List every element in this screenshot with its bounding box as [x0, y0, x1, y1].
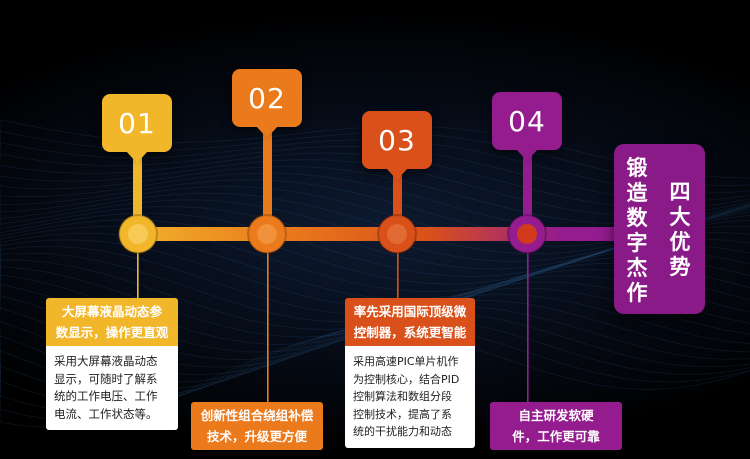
card-01: 大屏幕液晶动态参 数显示，操作更直观 采用大屏幕液晶动态 显示，可随时了解系 统… [46, 298, 178, 430]
card-body-line: 采用高速PIC单片机作 [353, 355, 459, 368]
drop-line-02 [267, 252, 269, 402]
card-body: 采用大屏幕液晶动态 显示，可随时了解系 统的工作电压、工作 电流、工作状态等。 [46, 346, 178, 430]
node-01 [118, 214, 158, 254]
card-title-line: 件，工作更可靠 [512, 429, 600, 444]
step-number: 03 [378, 123, 416, 157]
card-title-line: 率先采用国际顶级微 [353, 304, 467, 319]
card-02: 创新性组合绕组补偿 技术，升级更方便 [191, 402, 323, 450]
step-tag-01: 01 [102, 94, 172, 163]
card-03: 率先采用国际顶级微 控制器，系统更智能 采用高速PIC单片机作 为控制核心，结合… [345, 298, 475, 448]
node-02 [247, 214, 287, 254]
advantages-panel: 锻造数字杰作 四大优势 [614, 144, 705, 314]
stem-02 [263, 123, 272, 231]
card-title-line: 控制器，系统更智能 [353, 325, 467, 340]
card-title-line: 技术，升级更方便 [206, 429, 307, 444]
step-tag-03: 03 [362, 111, 432, 180]
drop-line-04 [527, 252, 529, 402]
panel-text-left: 锻造数字杰作 [626, 156, 648, 305]
card-title-line: 自主研发软硬 [518, 408, 594, 423]
card-body-line: 控制算法和数组分段 [353, 390, 452, 403]
drop-line-01 [137, 252, 139, 298]
drop-line-03 [397, 252, 399, 298]
card-body-line: 控制技术，提高了系 [353, 407, 452, 421]
card-title: 自主研发软硬 件，工作更可靠 [490, 402, 622, 450]
card-body-line: 采用大屏幕液晶动态 [54, 354, 158, 368]
step-number: 02 [248, 81, 286, 115]
card-body-line: 显示，可随时了解系 [54, 371, 158, 386]
card-body-line: 为控制核心，结合PID [353, 372, 460, 386]
card-body-line: 统的工作电压、工作 [54, 389, 158, 403]
card-body: 采用高速PIC单片机作 为控制核心，结合PID 控制算法和数组分段 控制技术，提… [345, 346, 475, 448]
card-title: 创新性组合绕组补偿 技术，升级更方便 [191, 402, 323, 450]
card-title: 大屏幕液晶动态参 数显示，操作更直观 [46, 298, 178, 346]
stem-03 [393, 164, 402, 232]
node-04 [507, 214, 547, 254]
card-title-line: 创新性组合绕组补偿 [200, 408, 314, 423]
stem-04 [523, 146, 532, 232]
step-number: 04 [508, 104, 546, 138]
card-title-line: 数显示，操作更直观 [55, 325, 169, 340]
card-body-line: 统的干扰能力和动态 [353, 425, 452, 438]
panel-text-right: 四大优势 [669, 180, 691, 279]
node-03 [377, 214, 417, 254]
stem-01 [133, 147, 142, 227]
timeline-bar [120, 227, 620, 241]
step-tag-02: 02 [232, 69, 302, 138]
step-tag-04: 04 [492, 92, 562, 161]
card-title: 率先采用国际顶级微 控制器，系统更智能 [345, 298, 475, 346]
card-04: 自主研发软硬 件，工作更可靠 [490, 402, 622, 450]
card-body-line: 电流、工作状态等。 [54, 406, 158, 421]
step-number: 01 [118, 106, 156, 140]
card-title-line: 大屏幕液晶动态参 [61, 304, 162, 319]
